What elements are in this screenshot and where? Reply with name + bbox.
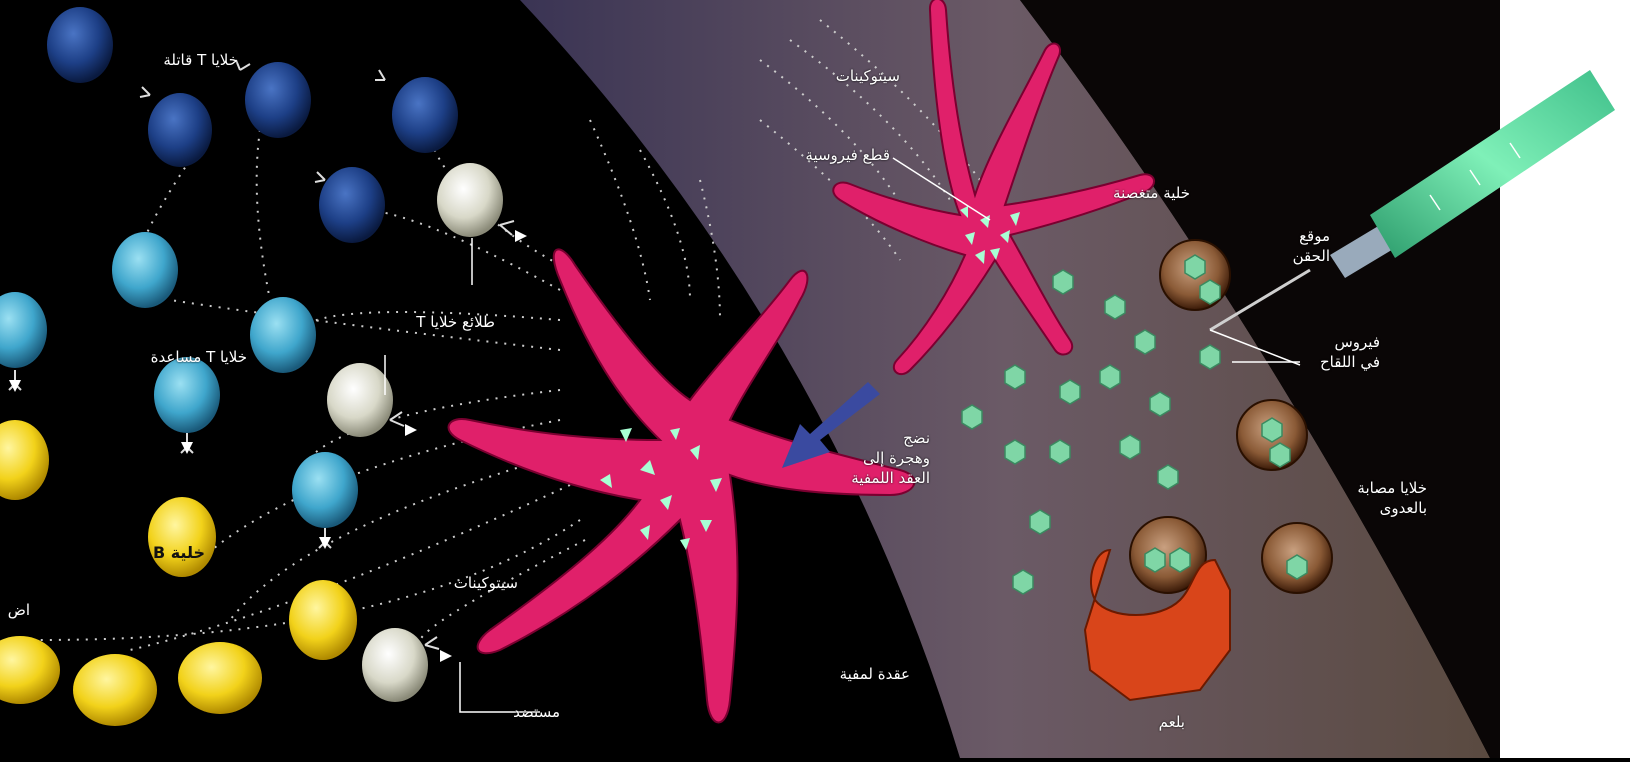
label-injection-site: موقع الحقن (1260, 226, 1330, 266)
label-t-precursors: طلائع خلايا T (360, 312, 495, 332)
label-cropped: اض (0, 600, 30, 620)
label-cytokines-upper: سيتوكينات (790, 66, 900, 86)
label-maturation-migration: نضج وهجرة إلى العقد اللمفية (790, 428, 930, 488)
label-antigen: مستضد (470, 702, 560, 722)
label-lymph-node: عقدة لمفية (800, 664, 910, 684)
label-infected-cells: خلايا مصابة بالعدوى (1302, 478, 1427, 518)
label-phagocyte: بلعم (1125, 712, 1185, 732)
label-b-cell: خلية B (148, 543, 210, 563)
label-vaccine-virus: فيروس في اللقاح (1300, 332, 1380, 372)
label-helper-t: خلايا T مساعدة (112, 347, 247, 367)
label-viral-fragments: قطع فيروسية (760, 145, 890, 165)
label-cytokines-lower: سيتوكينات (418, 573, 518, 593)
label-killer-t: خلايا T قاتلة (118, 50, 238, 70)
label-dendritic-cell: خلية متغصنة (1060, 183, 1190, 203)
